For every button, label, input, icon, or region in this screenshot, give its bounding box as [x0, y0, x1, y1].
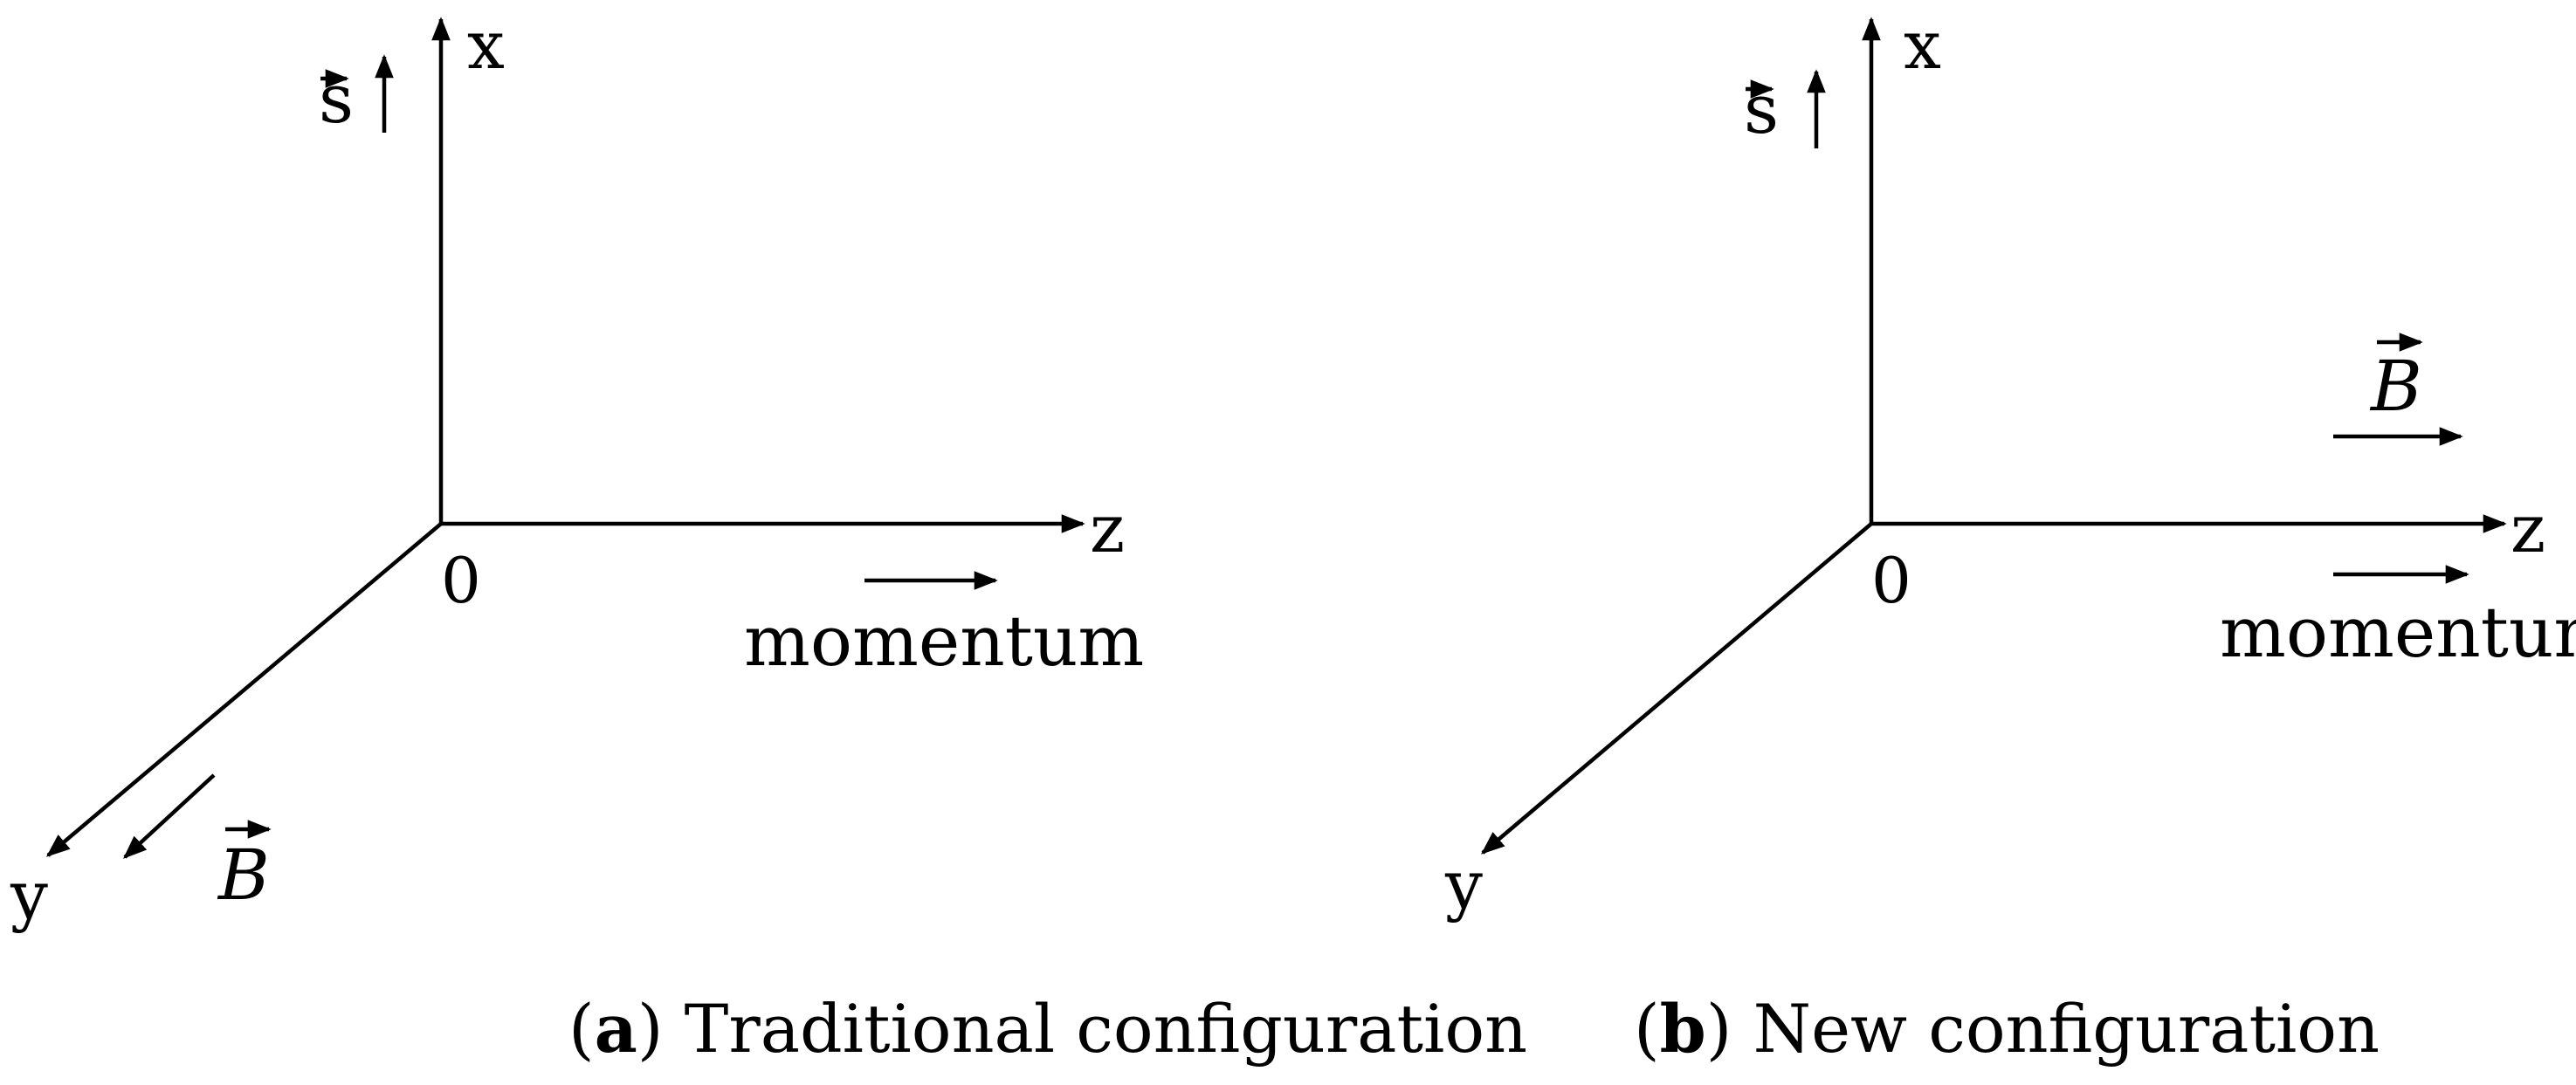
- field-arrow: [123, 773, 216, 859]
- x-axis-label: x: [1904, 6, 1941, 84]
- svg-text:s: s: [1744, 71, 1779, 149]
- panel-b: x z y 0 s B momentum (b) New configurati…: [1444, 6, 2576, 1068]
- spin-vector-label: s: [319, 60, 354, 139]
- momentum-label: momentum: [744, 601, 1144, 682]
- y-axis: [45, 522, 443, 857]
- svg-text:B: B: [217, 834, 270, 916]
- spin-vector-label: s: [1744, 71, 1779, 149]
- z-axis-label: z: [1090, 490, 1125, 567]
- origin-label: 0: [441, 544, 481, 617]
- y-axis-label: y: [1444, 846, 1483, 924]
- field-vector-label: B: [217, 820, 272, 916]
- field-vector-label: B: [2369, 333, 2423, 427]
- x-axis-label: x: [467, 6, 505, 84]
- origin-label: 0: [1871, 544, 1911, 617]
- z-axis-label: z: [2511, 490, 2545, 567]
- svg-text:B: B: [2369, 346, 2422, 427]
- y-axis: [1480, 522, 1873, 855]
- y-axis-label: y: [10, 856, 48, 934]
- caption-b: (b) New configuration: [1634, 990, 2380, 1068]
- panel-a: x z y 0 s momentum B (a) Traditional con…: [10, 6, 1527, 1068]
- caption-a: (a) Traditional configuration: [568, 990, 1527, 1068]
- momentum-label: momentum: [2220, 592, 2576, 673]
- svg-text:s: s: [319, 60, 354, 139]
